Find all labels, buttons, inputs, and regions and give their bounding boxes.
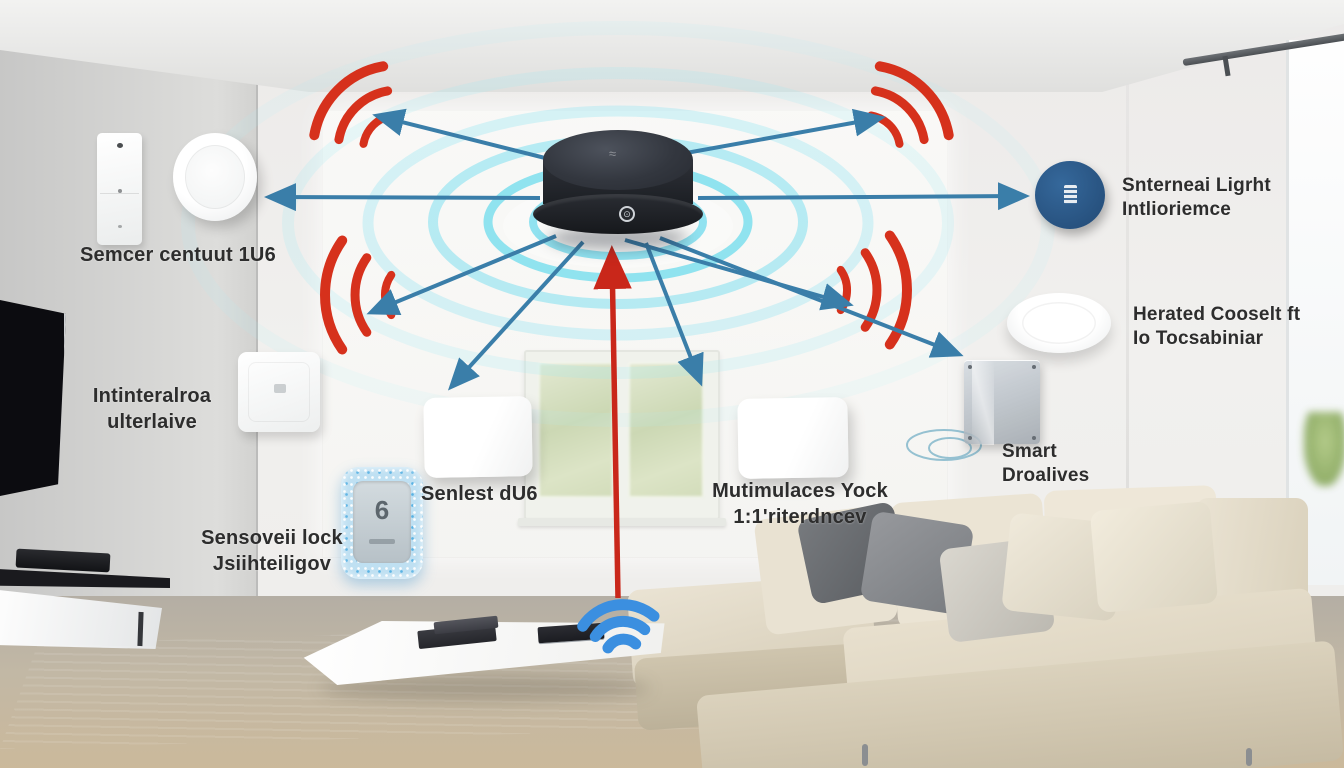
- smart-lock-device: 6: [341, 467, 423, 579]
- arrow-to-left-arcs: [366, 234, 557, 316]
- ellipse-sensor-icon: [906, 429, 982, 461]
- arrow-to-blue-circle: [697, 182, 1030, 211]
- device-glyph: [1064, 185, 1077, 204]
- ceiling: [0, 0, 1344, 92]
- sofa-leg: [862, 744, 868, 766]
- label-white-disc: Herated Cooselt ft Io Tocsabiniar: [1133, 304, 1301, 350]
- round-button-device: [173, 133, 257, 221]
- sofa-leg: [1246, 748, 1252, 766]
- signal-arcs-top-left: [309, 61, 396, 148]
- coffee-table: [300, 613, 672, 701]
- blue-circle-device: [1035, 161, 1105, 229]
- wall-left: [0, 0, 258, 600]
- label-card-left: Senlest dU6: [421, 483, 538, 505]
- hub-device-icon: ≈ ⊙: [533, 130, 703, 250]
- label-drives: Smart Droalives: [1002, 441, 1090, 487]
- arrow-to-left-card: [447, 240, 585, 391]
- label-wall-switch: Semcer centuut 1U6: [80, 244, 276, 266]
- hub-top: [543, 130, 693, 190]
- lock-screen: 6: [353, 481, 411, 563]
- radiating-arrows: [264, 108, 1030, 391]
- label-blue-circle: Snterneai Ligrht Intlioriemce: [1122, 175, 1271, 221]
- wall-square-device: [238, 352, 320, 432]
- white-disc-device: [1007, 293, 1111, 353]
- arrow-to-right-arcs: [624, 238, 854, 311]
- right-window: [1286, 40, 1344, 585]
- window-sill: [518, 518, 726, 526]
- white-card-device-right: [737, 397, 849, 479]
- red-arrow-wifi-to-hub: [593, 245, 632, 599]
- label-card-right: Mutimulaces Yock 1:1'riterdncev: [712, 480, 888, 528]
- arrow-to-glass-plate: [659, 236, 964, 358]
- label-smart-lock: Sensoveii lock Jsiihteiligov: [201, 527, 343, 575]
- wifi-icon: [577, 599, 660, 654]
- wall-corner-line: [1126, 0, 1129, 600]
- plant: [1304, 412, 1344, 486]
- glass-plate-device: [964, 360, 1040, 445]
- lock-display: 6: [374, 495, 390, 525]
- lock-detail: [369, 539, 395, 544]
- hub-logo: ≈: [608, 146, 618, 161]
- arrow-to-right-card: [644, 242, 704, 387]
- white-card-device-left: [423, 396, 533, 478]
- hub-button: ⊙: [619, 206, 635, 222]
- window-pane: [538, 362, 614, 498]
- hub-base: [533, 194, 703, 234]
- arrow-to-round-button: [264, 183, 541, 212]
- device-logo: [274, 384, 286, 393]
- wall-switch-device: [97, 133, 142, 245]
- signal-arcs-top-right: [867, 61, 954, 148]
- signal-arcs-left: [320, 235, 396, 355]
- label-wall-square: Intinteralroa ulterlaive: [92, 385, 212, 433]
- arrow-to-top-left-arcs: [372, 108, 566, 165]
- arrow-to-top-right-arcs: [674, 108, 886, 157]
